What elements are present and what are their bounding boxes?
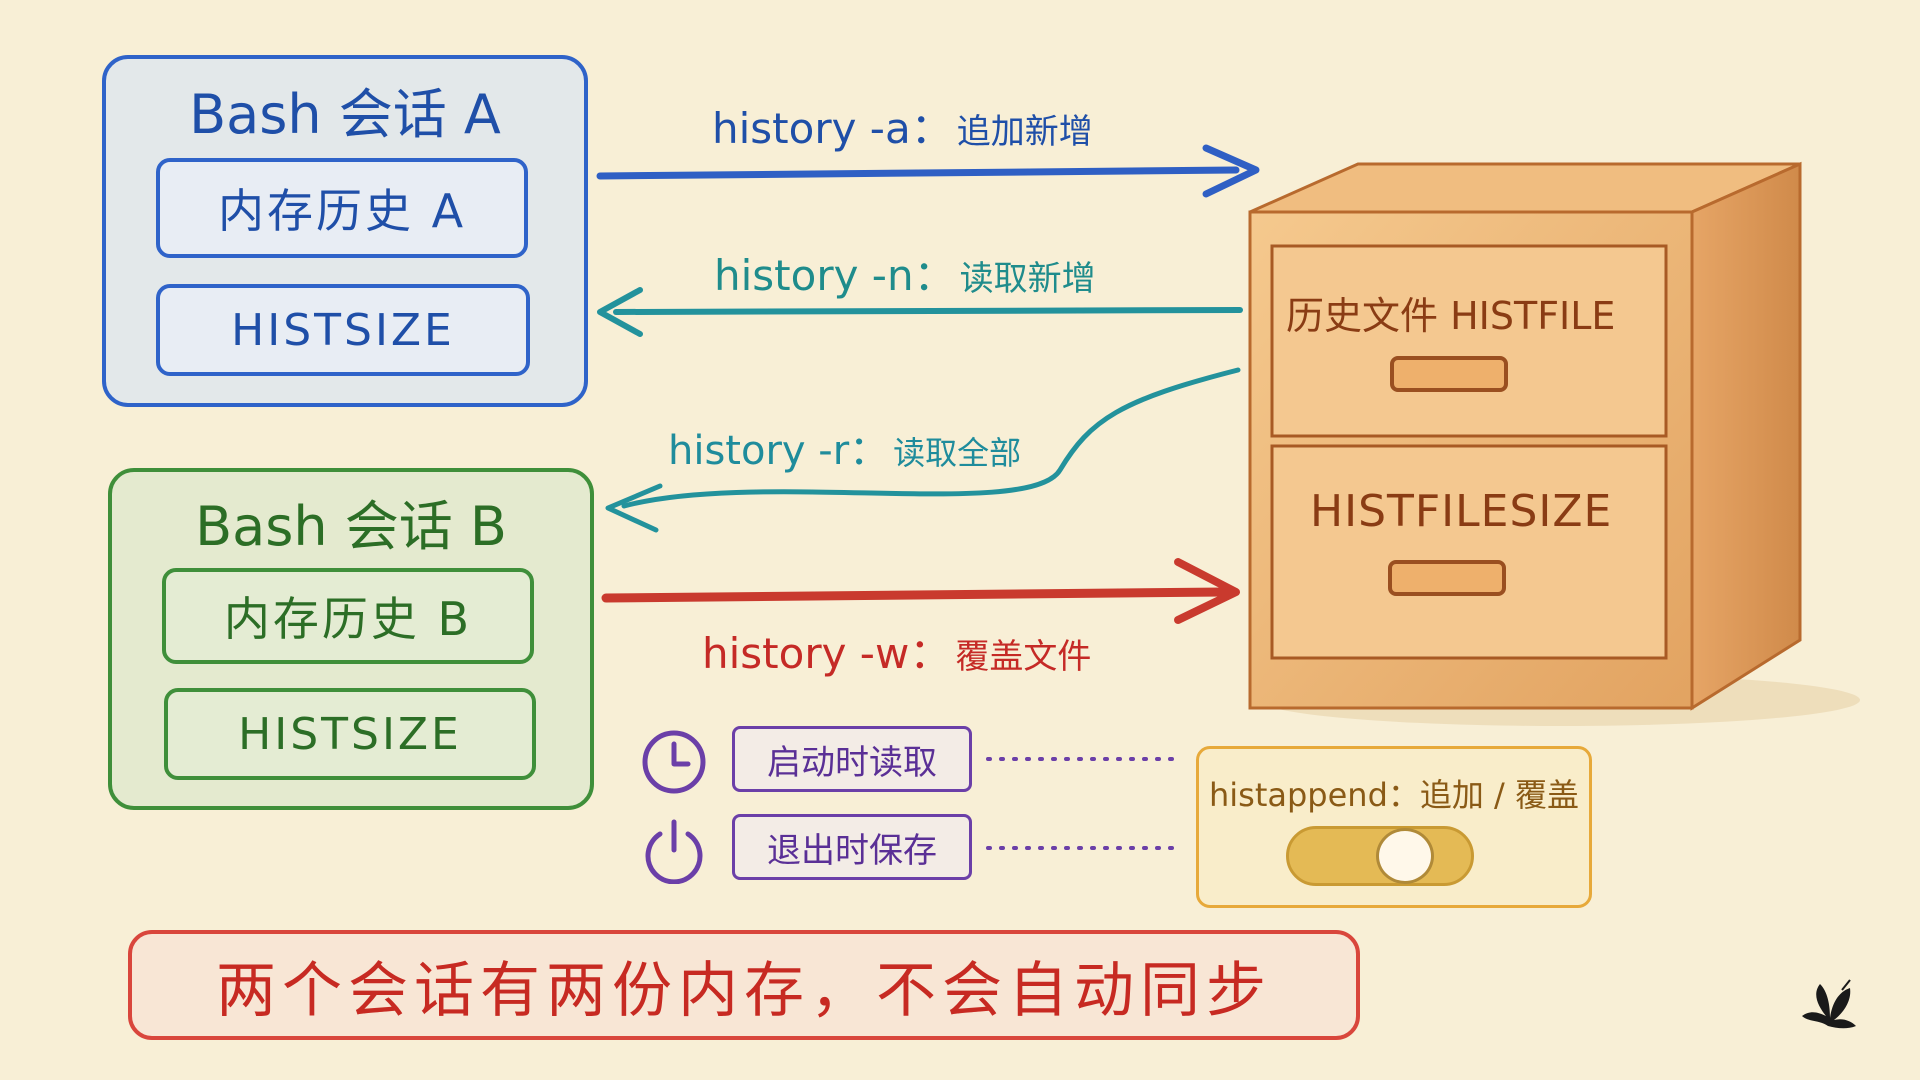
exit-save-label: 退出时保存 (732, 814, 972, 880)
command-write: history -w： (702, 629, 952, 678)
histappend-toggle-knob[interactable] (1376, 828, 1434, 884)
arrow-read-new (597, 287, 1243, 337)
command-append-desc: 追加新增 (956, 112, 1093, 152)
session-b-histsize: HISTSIZE (164, 688, 536, 780)
histfilesize-drawer-label: HISTFILESIZE (1310, 486, 1613, 537)
command-write-desc: 覆盖文件 (955, 637, 1092, 677)
command-read-all-desc: 读取全部 (893, 434, 1022, 472)
arrow-write (601, 558, 1240, 624)
command-append: history -a： (712, 104, 953, 153)
command-read-all: history -r： (668, 428, 890, 474)
file-cabinet (1248, 161, 1860, 726)
command-append-label: history -a：追加新增 (712, 95, 1093, 156)
arrow-append (596, 144, 1260, 198)
command-read-new-label: history -n：读取新增 (714, 242, 1096, 303)
histfile-drawer-label: 历史文件 HISTFILE (1286, 294, 1616, 338)
command-read-new: history -n： (714, 251, 956, 300)
histappend-label: histappend：追加 / 覆盖 (1208, 776, 1580, 814)
session-a-memory: 内存历史 A (156, 158, 528, 258)
command-read-all-label: history -r：读取全部 (668, 418, 1021, 476)
session-a-title: Bash 会话 A (189, 83, 501, 146)
session-b-memory: 内存历史 B (162, 568, 534, 664)
start-read-label: 启动时读取 (732, 726, 972, 792)
clock-icon (642, 730, 706, 794)
command-write-label: history -w：覆盖文件 (702, 620, 1091, 681)
arrow-read-all (605, 367, 1241, 533)
command-read-new-desc: 读取新增 (959, 259, 1096, 299)
sync-warning-note: 两个会话有两份内存，不会自动同步 (128, 930, 1360, 1040)
butterfly-logo-icon (1802, 979, 1856, 1029)
session-a-histsize: HISTSIZE (156, 284, 530, 376)
power-icon (645, 819, 703, 884)
session-b-title: Bash 会话 B (195, 495, 507, 558)
